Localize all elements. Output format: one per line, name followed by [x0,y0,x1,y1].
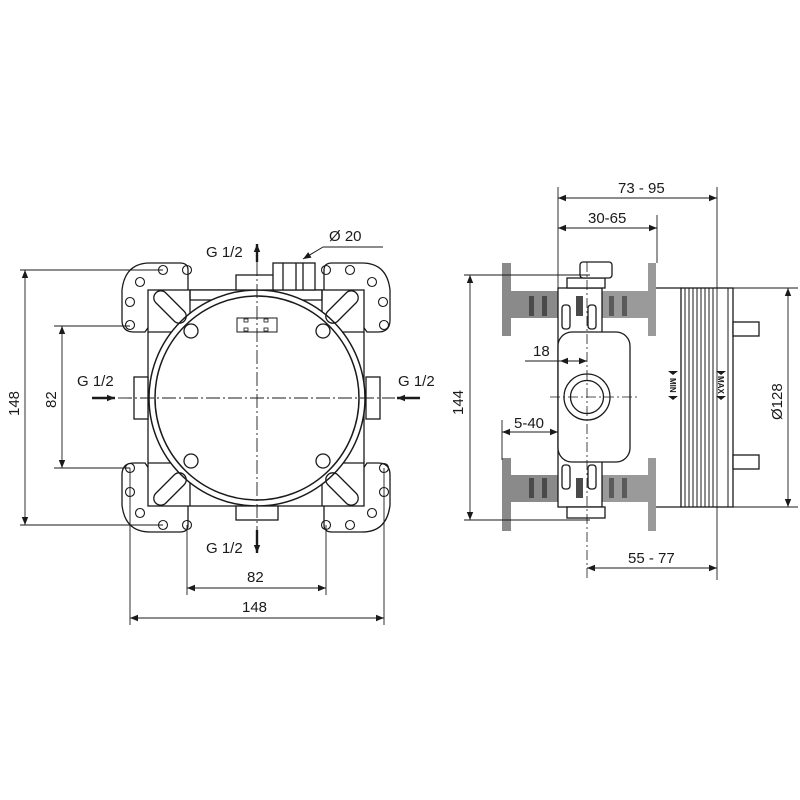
height-inner-dim: 82 [43,391,60,408]
port-diameter-label: Ø 20 [329,228,362,245]
side-view [464,187,798,580]
depth-total-dim: 73 - 95 [618,180,665,197]
outlet-top-label: G 1/2 [206,244,243,261]
max-marker: MAX [716,376,725,394]
offset-18-dim: 18 [533,343,550,360]
depth-plaster-dim: 30-65 [588,210,627,227]
sleeve-diameter-dim: Ø128 [769,383,786,420]
width-outer-dim: 148 [242,599,268,616]
front-view [20,244,420,625]
width-inner-dim: 82 [247,569,264,586]
height-outer-dim: 148 [6,390,23,416]
inlet-left-label: G 1/2 [77,373,114,390]
inlet-right-label: G 1/2 [398,373,435,390]
outlet-bottom-label: G 1/2 [206,540,243,557]
depth-55-77-dim: 55 - 77 [628,550,675,567]
height-side-dim: 144 [450,389,467,415]
wall-5-40-dim: 5-40 [514,415,545,432]
min-marker: MIN [668,378,677,393]
